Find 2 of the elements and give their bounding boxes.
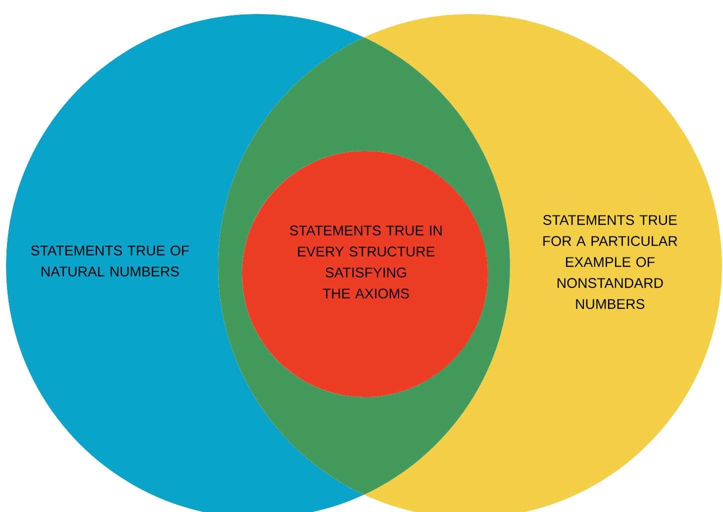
circle-label: STATEMENTS TRUE OF NATURAL NUMBERS: [31, 246, 189, 276]
circle-label: STATEMENTS TRUE IN EVERY STRUCTURE SATISFYING THE AXIOMS: [290, 226, 442, 298]
